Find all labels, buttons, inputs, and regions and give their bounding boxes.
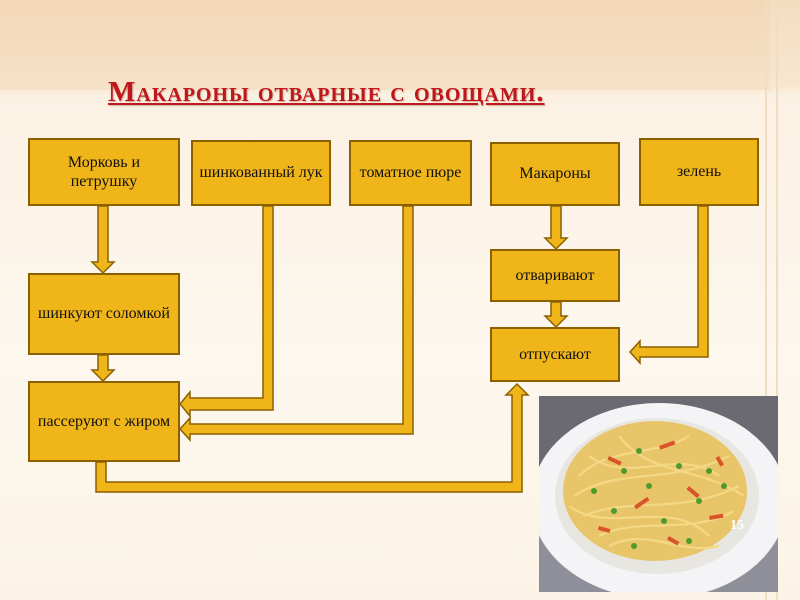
page-number: 15	[730, 518, 744, 533]
box-julienne: шинкуют соломкой	[28, 273, 180, 355]
arrow-boil-to-serve	[543, 301, 569, 329]
box-boil: отваривают	[490, 249, 620, 302]
box-pasta: Макароны	[490, 142, 620, 206]
arrow-pasta-to-boil	[543, 205, 569, 251]
border-stripe	[765, 0, 767, 600]
title-band	[0, 0, 770, 90]
arrow-saute-to-serve	[95, 382, 530, 493]
slide-title: Макароны отварные с овощами.	[108, 76, 545, 108]
border-stripe	[776, 0, 778, 600]
box-onion: шинкованный лук	[191, 140, 331, 206]
pasta-photo	[539, 396, 778, 592]
arrow-onion-to-saute	[179, 205, 274, 419]
arrow-tomato-to-saute	[178, 205, 414, 442]
box-serve: отпускают	[490, 327, 620, 382]
arrow-greens-to-serve	[628, 205, 709, 365]
box-greens: зелень	[639, 138, 759, 206]
arrow-julienne-to-saute	[90, 354, 116, 383]
box-carrot: Морковь и петрушку	[28, 138, 180, 206]
arrow-carrot-to-julienne	[90, 205, 116, 275]
box-tomato: томатное пюре	[349, 140, 472, 206]
box-saute: пассеруют с жиром	[28, 381, 180, 462]
